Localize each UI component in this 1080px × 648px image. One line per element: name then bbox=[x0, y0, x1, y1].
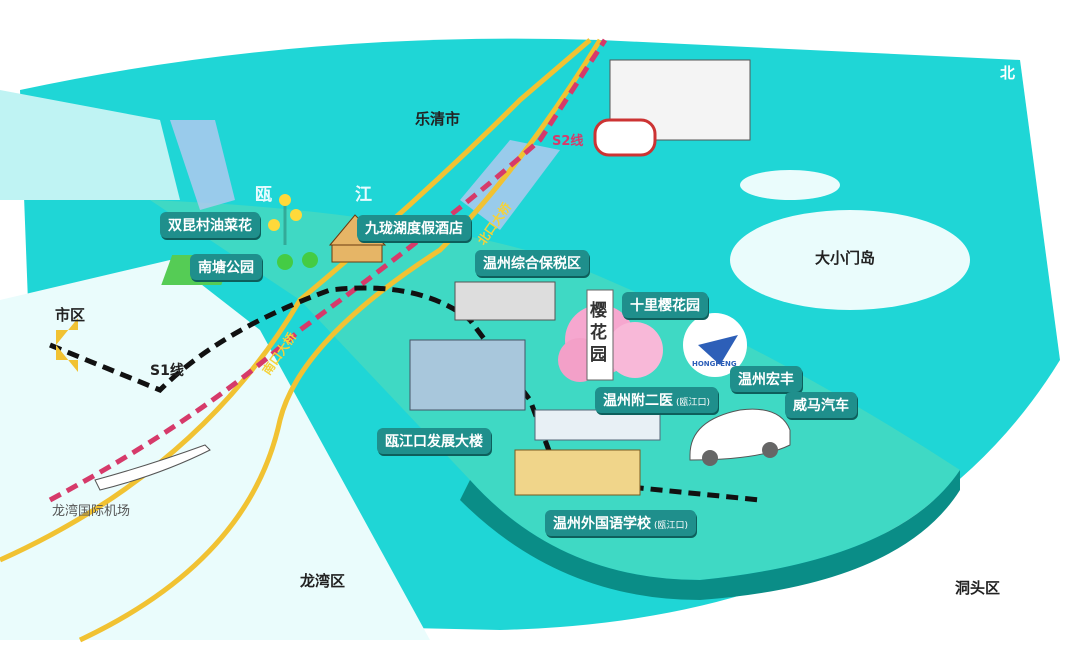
car-icon bbox=[689, 408, 791, 466]
label-weima: 威马汽车 bbox=[785, 392, 857, 418]
arrow-left-icon bbox=[56, 318, 78, 372]
place-daxiaomen: 大小门岛 bbox=[815, 249, 876, 267]
hongfeng-logo-text: HONGFENG bbox=[692, 360, 737, 368]
yellow-road-2 bbox=[78, 38, 603, 643]
s1-line-label: S1线 bbox=[150, 363, 184, 379]
place-yueqing: 乐清市 bbox=[415, 110, 461, 128]
s2-line-label: S2线 bbox=[552, 134, 584, 149]
label-tower: 瓯江口发展大楼 bbox=[377, 428, 491, 454]
school-name: 温州外国语学校 bbox=[553, 516, 651, 532]
compass-north: 北 bbox=[1000, 64, 1016, 82]
hongfeng-logo bbox=[683, 313, 747, 377]
hospital-note: (瓯江口) bbox=[676, 398, 711, 408]
island-land bbox=[150, 200, 960, 580]
hospital-building-icon bbox=[534, 409, 661, 441]
place-longwan: 龙湾区 bbox=[300, 572, 346, 590]
place-shiqu: 市区 bbox=[55, 306, 86, 324]
s1-rail-line bbox=[49, 285, 761, 503]
airplane-icon bbox=[94, 444, 211, 491]
cherry-sign-text: 樱花园 bbox=[590, 301, 607, 365]
label-school: 温州外国语学校(瓯江口) bbox=[545, 510, 697, 536]
cherry-blossom-icon bbox=[558, 289, 663, 382]
label-bonded-zone: 温州综合保税区 bbox=[475, 250, 589, 276]
school-note: (瓯江口) bbox=[654, 521, 689, 531]
rapeseed-flower-icon bbox=[268, 194, 302, 245]
label-hongfeng: 温州宏丰 bbox=[730, 366, 802, 392]
daxiaomen-island bbox=[730, 210, 970, 310]
place-airport: 龙湾国际机场 bbox=[52, 504, 131, 519]
label-park: 南塘公园 bbox=[190, 254, 262, 280]
hospital-name: 温州附二医 bbox=[603, 393, 673, 409]
s2-rail-line bbox=[48, 38, 608, 503]
river-char-jiang: 江 bbox=[355, 185, 372, 205]
mainland-area bbox=[0, 260, 430, 640]
label-rapeseed: 双昆村油菜花 bbox=[160, 212, 260, 238]
station-building-icon bbox=[593, 59, 751, 157]
label-hotel: 九珑湖度假酒店 bbox=[357, 215, 471, 241]
label-cherry-garden: 十里樱花园 bbox=[622, 292, 708, 318]
bonded-zone-building-icon bbox=[454, 281, 556, 321]
tower-building-icon bbox=[409, 339, 526, 411]
river-char-ou: 瓯 bbox=[255, 185, 272, 205]
place-dongtou: 洞头区 bbox=[955, 579, 1001, 597]
label-hospital: 温州附二医(瓯江口) bbox=[595, 387, 719, 413]
school-building-icon bbox=[514, 449, 641, 496]
